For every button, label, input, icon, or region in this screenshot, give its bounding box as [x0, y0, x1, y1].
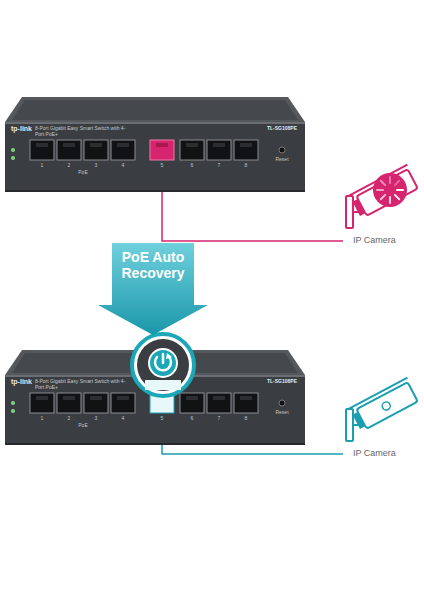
banner-text: PoE Auto Recovery: [121, 249, 184, 281]
recovery-magnifier: [132, 334, 194, 396]
product-description: 8-Port Gigabit Easy Smart Switch with 4-…: [35, 126, 130, 137]
port-number: 4: [122, 163, 125, 169]
panel-marking: PoE: [78, 170, 87, 176]
panel-marking: Reset: [275, 157, 288, 163]
port-number: 2: [68, 416, 71, 422]
model-number: TL-SG108PE: [267, 126, 297, 132]
camera-group: IP Camera: [343, 170, 421, 246]
port-number: 8: [245, 163, 248, 169]
camera-icon: [346, 378, 420, 441]
port-number: 1: [41, 416, 44, 422]
connector-line: [162, 192, 343, 241]
port-number: 3: [95, 416, 98, 422]
panel-marking: PoE: [78, 423, 87, 429]
device-label: IP Camera: [353, 449, 396, 459]
port-number: 7: [218, 416, 221, 422]
port-number: 3: [95, 163, 98, 169]
device-label: IP Camera: [353, 236, 396, 246]
switch-body: [5, 97, 305, 192]
panel-marking: Reset: [275, 410, 288, 416]
model-number: TL-SG108PE: [267, 379, 297, 385]
brand-logo: tp-link: [11, 378, 32, 386]
port-number: 4: [122, 416, 125, 422]
arrow-outline: [98, 243, 208, 335]
connector-line: [162, 445, 343, 454]
port-number: 7: [218, 163, 221, 169]
product-description: 8-Port Gigabit Easy Smart Switch with 4-…: [35, 379, 130, 390]
port-number: 8: [245, 416, 248, 422]
camera-group: IP Camera: [343, 383, 421, 459]
switch-body: [5, 350, 305, 445]
port-number: 5: [161, 163, 164, 169]
port-number: 5: [161, 416, 164, 422]
switch-panel: tp-link8-Port Gigabit Easy Smart Switch …: [5, 375, 305, 445]
switch-panel: tp-link8-Port Gigabit Easy Smart Switch …: [5, 122, 305, 192]
camera-icon: [346, 165, 420, 228]
port-number: 6: [191, 163, 194, 169]
port-number: 6: [191, 416, 194, 422]
port-number: 2: [68, 163, 71, 169]
port-number: 1: [41, 163, 44, 169]
arrow-banner: PoE Auto Recovery: [98, 243, 208, 335]
brand-logo: tp-link: [11, 125, 32, 133]
